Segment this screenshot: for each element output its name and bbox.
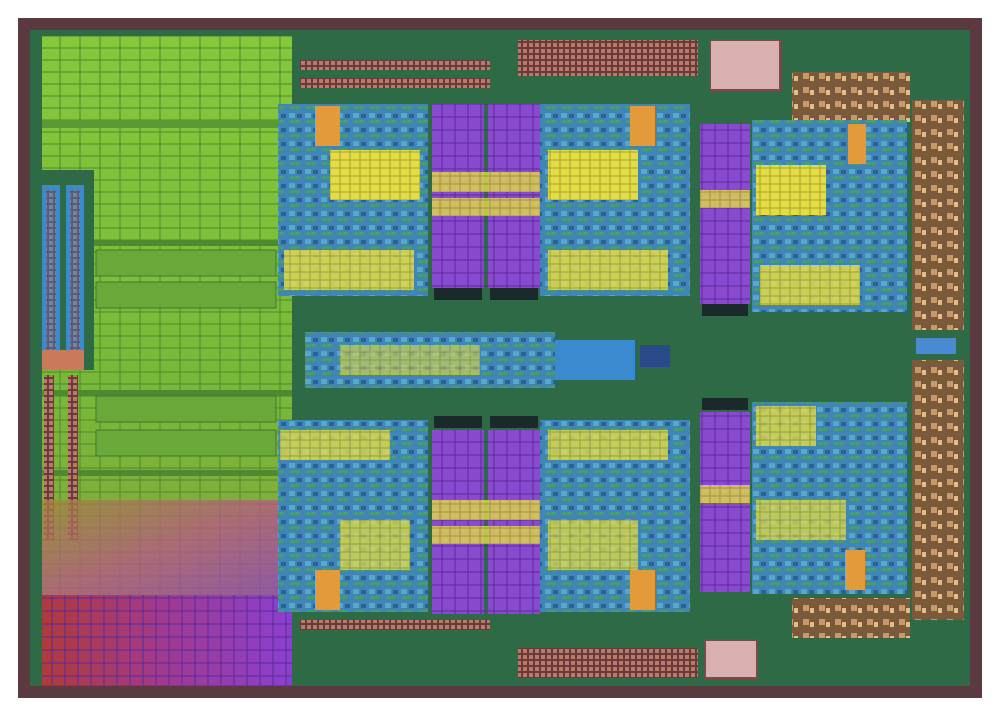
- core-5: [752, 402, 907, 594]
- l2-cache-top-right: [700, 124, 750, 304]
- northbridge-strip: [305, 332, 670, 388]
- bottom-io: [300, 598, 910, 679]
- l2-cache-top-pair: [432, 104, 540, 288]
- left-array-rows: [95, 249, 277, 457]
- bottom-left-array: [42, 500, 292, 600]
- top-io: [300, 39, 910, 122]
- left-bus-strips: [38, 170, 94, 540]
- l2-cache-bottom-pair: [432, 430, 540, 614]
- l2-cache-bottom-right: [700, 412, 750, 592]
- core-4: [540, 420, 690, 612]
- core-1: [540, 104, 690, 296]
- core-2: [752, 120, 907, 312]
- core-markers: [434, 288, 748, 428]
- core-3: [278, 420, 428, 612]
- core-0: [278, 104, 428, 296]
